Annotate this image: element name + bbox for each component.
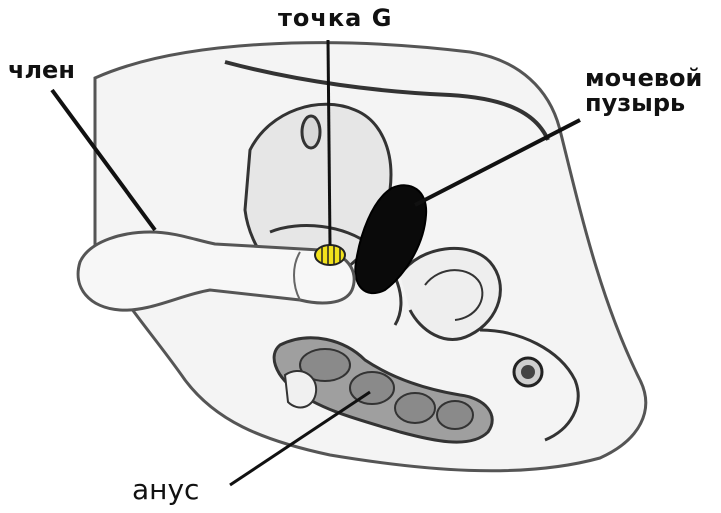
pubic-knob [302, 116, 320, 148]
label-anus: анус [132, 475, 199, 504]
label-bladder-line1: мочевой [585, 66, 702, 91]
label-penis: член [8, 58, 75, 83]
coccyx-lump [285, 371, 316, 407]
label-bladder: мочевой пузырь [585, 66, 702, 116]
pointer-gspot [328, 40, 330, 245]
label-g-spot: точка G [278, 6, 392, 31]
label-bladder-line2: пузырь [585, 91, 702, 116]
anal-opening-inner [521, 365, 535, 379]
